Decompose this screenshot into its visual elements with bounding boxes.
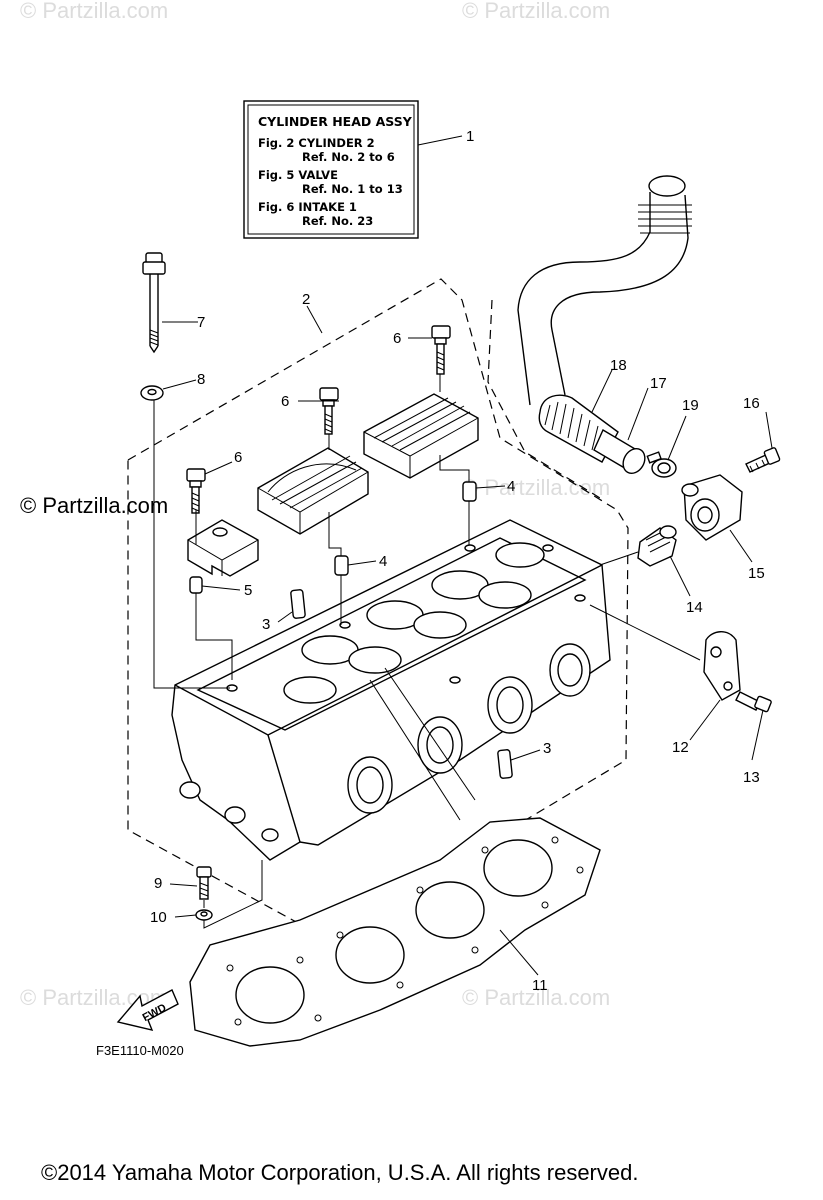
callout-15: 15 xyxy=(748,565,765,582)
info-box-line-2: Ref. No. 2 to 6 xyxy=(302,150,395,164)
callout-14: 14 xyxy=(686,599,703,616)
bolt-9 xyxy=(196,866,212,900)
callout-13: 13 xyxy=(743,769,760,786)
leader-lines xyxy=(153,135,773,976)
callout-18: 18 xyxy=(610,357,627,374)
callout-1: 1 xyxy=(466,128,474,145)
dowel-pin-middle xyxy=(334,555,349,576)
small-bolt-middle xyxy=(319,387,339,435)
watermark-bottom-right: © Partzilla.com xyxy=(462,985,610,1010)
callout-7: 7 xyxy=(197,314,205,331)
bolt-16 xyxy=(745,447,781,473)
camshaft-cap-right xyxy=(363,393,479,479)
callout-19: 19 xyxy=(682,397,699,414)
callout-6-middle: 6 xyxy=(281,393,289,410)
water-hose xyxy=(517,175,692,406)
info-box-line-6: Ref. No. 23 xyxy=(302,214,373,228)
dowel-pin-left xyxy=(189,576,203,594)
info-box-line-3: Fig. 5 VALVE xyxy=(258,168,338,182)
callout-10: 10 xyxy=(150,909,167,926)
callout-16: 16 xyxy=(743,395,760,412)
camshaft-cap-middle xyxy=(257,447,369,535)
callout-17: 17 xyxy=(650,375,667,392)
callout-5: 5 xyxy=(244,582,252,599)
callout-2: 2 xyxy=(302,291,310,308)
info-box-line-1: Fig. 2 CYLINDER 2 xyxy=(258,136,375,150)
watermark-top-right: © Partzilla.com xyxy=(462,0,610,23)
callout-6-left: 6 xyxy=(234,449,242,466)
guide-pin-lower xyxy=(497,749,513,779)
small-bolt-left xyxy=(186,468,206,514)
callout-12: 12 xyxy=(672,739,689,756)
camshaft-cap-small xyxy=(187,519,259,577)
callout-6-right: 6 xyxy=(393,330,401,347)
info-box-line-5: Fig. 6 INTAKE 1 xyxy=(258,200,357,214)
callout-4-right: 4 xyxy=(507,478,515,495)
washer-10 xyxy=(195,909,213,921)
callout-4-middle: 4 xyxy=(379,553,387,570)
callout-8: 8 xyxy=(197,371,205,388)
copyright-notice: ©2014 Yamaha Motor Corporation, U.S.A. A… xyxy=(41,1160,638,1185)
thermostat-14 xyxy=(637,525,677,567)
hose-clamp-19 xyxy=(646,451,677,478)
callout-9: 9 xyxy=(154,875,162,892)
watermark-main: © Partzilla.com xyxy=(20,493,168,518)
info-box-title: CYLINDER HEAD ASSY xyxy=(258,114,413,129)
bolt-13 xyxy=(735,691,772,713)
plate-12 xyxy=(703,631,741,701)
long-bolt xyxy=(142,252,166,354)
dowel-pin-right xyxy=(462,481,477,502)
pipe-17 xyxy=(593,428,646,475)
callout-3-upper: 3 xyxy=(262,616,270,633)
callout-3-lower: 3 xyxy=(543,740,551,757)
washer xyxy=(140,385,164,401)
head-gasket xyxy=(189,817,601,1047)
info-box-line-4: Ref. No. 1 to 13 xyxy=(302,182,403,196)
watermark-top-left: © Partzilla.com xyxy=(20,0,168,23)
figure-code: F3E1110-M020 xyxy=(96,1043,184,1058)
small-bolt-right xyxy=(431,325,451,375)
thermostat-cover-15 xyxy=(681,474,743,541)
callout-11: 11 xyxy=(532,977,548,994)
intake-group-outline xyxy=(487,299,601,499)
info-box: CYLINDER HEAD ASSY Fig. 2 CYLINDER 2 Ref… xyxy=(243,100,419,239)
guide-pin-upper xyxy=(290,589,306,619)
cylinder-head xyxy=(171,519,611,861)
